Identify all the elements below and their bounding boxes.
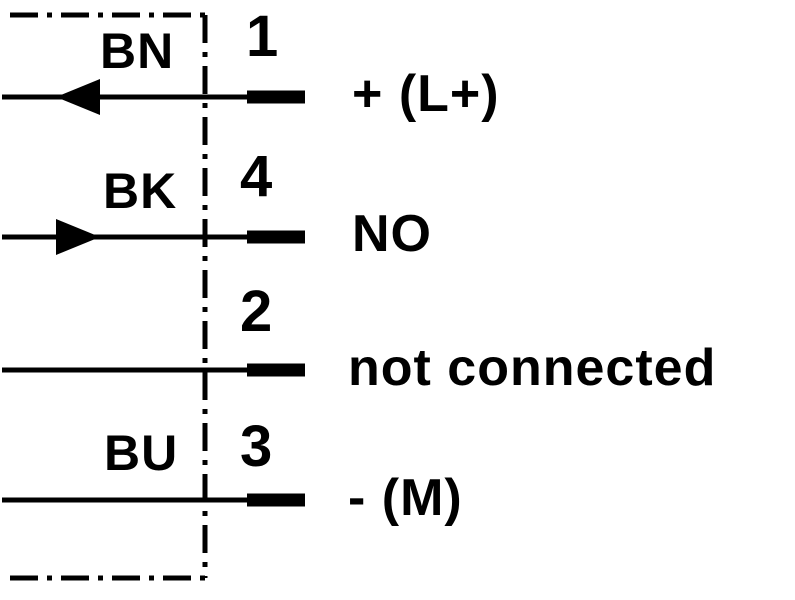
pin-number-1: 1 [246, 4, 280, 69]
arrow-right-icon [56, 219, 100, 255]
pin-function-4: NO [352, 205, 432, 263]
wire-color-label-bu: BU [104, 425, 179, 481]
pin-number-2: 2 [240, 279, 274, 344]
pin-function-3: - (M) [348, 469, 463, 527]
wire-color-label-bk: BK [103, 163, 178, 219]
terminal-bar-pin2 [247, 363, 305, 377]
pin-number-3: 3 [240, 414, 274, 479]
terminal-bar-pin1 [247, 90, 305, 104]
wire-color-label-bn: BN [100, 23, 175, 79]
pin-function-2: not connected [348, 339, 717, 397]
terminal-bar-pin4 [247, 230, 305, 244]
pin-function-1: + (L+) [352, 65, 500, 123]
terminal-bar-pin3 [247, 493, 305, 507]
pin-number-4: 4 [240, 144, 274, 209]
arrow-left-icon [56, 79, 100, 115]
